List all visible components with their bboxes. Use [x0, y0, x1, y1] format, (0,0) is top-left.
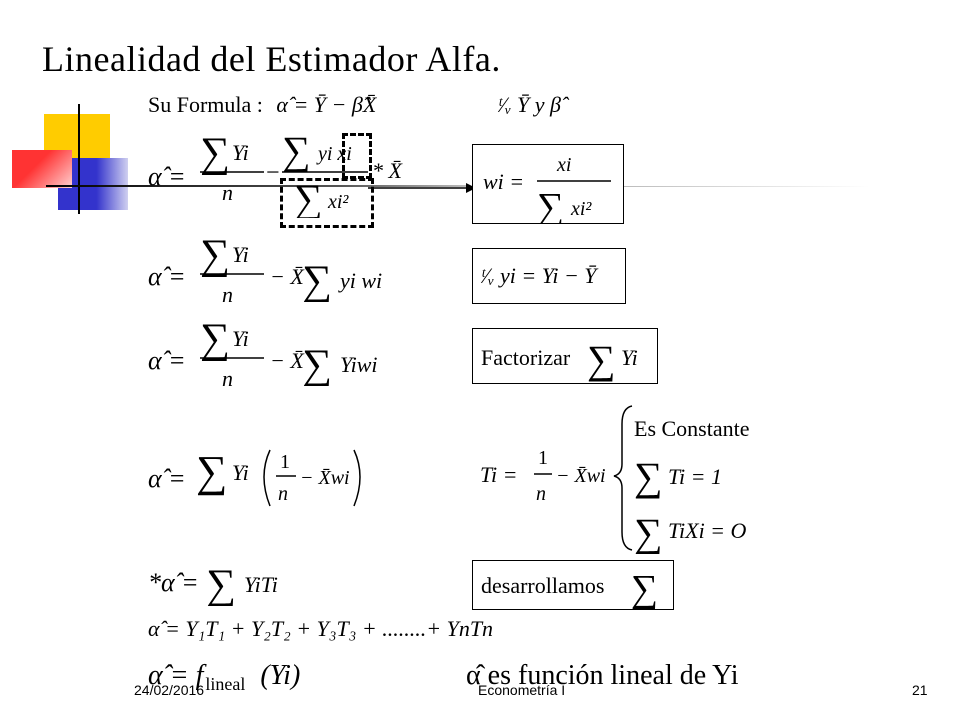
box-yi-text: ᵗ⁄ᵥ yi = Yi − Ȳ: [481, 263, 597, 288]
formula-label: Su Formula : α̂ = Ȳ − β̂X̄: [148, 92, 376, 118]
svg-text:∑: ∑: [302, 342, 332, 386]
deco-horizontal-line-fade: [620, 186, 870, 187]
eq2-fraction: ∑ Yi n: [200, 232, 264, 307]
ti-lhs: Ti =: [480, 462, 517, 487]
eq5-sum: ∑ YiTi: [206, 562, 278, 606]
box-factorizar-sum-sign: ∑: [587, 337, 616, 382]
eq4-lhs: α̂ =: [148, 464, 186, 493]
svg-text:∑: ∑: [196, 447, 227, 496]
brace: [613, 405, 633, 551]
eq3-den: n: [222, 366, 233, 391]
box-wi-formula: wi = xi ∑ xi²: [483, 154, 611, 228]
eq3-lhs: α̂ =: [148, 346, 186, 375]
footer-date: 24/02/2016: [134, 682, 205, 698]
box-wi-den: xi²: [570, 198, 592, 220]
formula-rhs: α̂ = Ȳ − β̂X̄: [276, 92, 377, 117]
eq2-sum: ∑ yi wi: [302, 258, 382, 302]
eq3-fraction: ∑ Yi n: [200, 316, 264, 391]
svg-text:∑: ∑: [634, 454, 663, 499]
formula-label-text: Su Formula :: [148, 92, 263, 117]
eq1-sum-sign: ∑: [200, 130, 230, 176]
deco-red-square: [12, 150, 72, 188]
brace-item-3: TiXi = O: [668, 518, 747, 543]
eq2-lhs: α̂ =: [148, 262, 186, 291]
eq3-sum2: Yiwi: [340, 352, 378, 377]
ti-num: 1: [538, 447, 548, 469]
eq1-sum3-sign: ∑: [294, 176, 323, 218]
ti-den: n: [536, 483, 546, 505]
dashed-box-top: [342, 133, 372, 179]
eq1-tail: * X̄: [372, 158, 402, 183]
box-wi: wi = xi ∑ xi²: [472, 144, 624, 228]
eq2-tail: − X̄: [270, 264, 304, 289]
eq7-sub: lineal: [205, 674, 246, 694]
eq1-sum2-sign: ∑: [282, 128, 311, 173]
deco-vertical-line: [78, 104, 80, 214]
eq4-frac-num: 1: [280, 451, 290, 473]
eq4-sum: Yi: [232, 460, 249, 485]
eq3-sum: ∑ Yiwi: [302, 342, 378, 386]
dashed-box-bottom: [280, 178, 374, 228]
svg-text:∑: ∑: [200, 316, 230, 362]
eq3-num: Yi: [232, 326, 249, 351]
box-desarrollamos-label: desarrollamos: [481, 573, 604, 598]
eq2-den: n: [222, 282, 233, 307]
eq1-minus: −: [266, 160, 280, 186]
eq4-tail: − X̄wi: [300, 467, 350, 489]
arrow-to-wi: [368, 183, 476, 193]
eq4-body: ∑ Yi 1 n − X̄wi: [196, 447, 361, 507]
eq7-right: α̂ es función lineal de Yi: [466, 660, 739, 691]
box-yi: ᵗ⁄ᵥ yi = Yi − Ȳ: [472, 248, 626, 304]
eq4-frac-den: n: [278, 483, 288, 505]
eq1-lhs: α̂ =: [148, 162, 186, 191]
ti-definition: Ti = 1 n − X̄wi Es Constante ∑ Ti = 1 ∑ …: [480, 405, 750, 554]
svg-text:∑: ∑: [206, 562, 236, 606]
footer-center: Econometría I: [478, 682, 566, 698]
eq5-body: YiTi: [244, 572, 278, 597]
footer-page-number: 21: [912, 682, 928, 698]
box-wi-num: xi: [556, 154, 571, 176]
box-desarrollamos: desarrollamos ∑: [472, 560, 674, 610]
box-factorizar: Factorizar ∑ Yi: [472, 328, 658, 384]
eq7-lhs: α̂ = f: [148, 660, 204, 691]
eq1-den2: xi²: [327, 191, 349, 213]
eq1-fraction1: ∑ Yi n: [200, 130, 264, 205]
box-factorizar-label: Factorizar: [481, 345, 571, 370]
eq2-num: Yi: [232, 242, 249, 267]
box-factorizar-sum: Yi: [621, 345, 638, 370]
eq6: α̂ = Y₁T₁ + Y₂T₂ + Y₃T₃ + ........+ YnTn: [148, 616, 494, 641]
eq7-arg: (Yi): [260, 660, 301, 691]
eq1-den: n: [222, 180, 233, 205]
box-desarrollamos-sum: ∑: [631, 568, 658, 609]
svg-text:∑: ∑: [634, 510, 663, 554]
note-top: ᵗ⁄ᵥ Ȳ y β̂: [498, 92, 561, 117]
ti-tail: − X̄wi: [556, 465, 606, 487]
svg-text:∑: ∑: [200, 232, 230, 278]
eq3-tail: − X̄: [270, 348, 304, 373]
eq1-num: Yi: [232, 140, 249, 165]
deco-horizontal-line: [46, 185, 466, 187]
eq5-lhs: *α̂ =: [148, 568, 199, 597]
slide-title: Linealidad del Estimador Alfa.: [42, 39, 501, 79]
box-wi-sum: ∑: [537, 186, 564, 223]
box-wi-lhs: wi =: [483, 169, 524, 194]
brace-item-2: Ti = 1: [668, 464, 722, 489]
eq2-sum2: yi wi: [338, 268, 382, 293]
svg-text:∑: ∑: [302, 258, 332, 302]
brace-item-1: Es Constante: [634, 416, 750, 441]
